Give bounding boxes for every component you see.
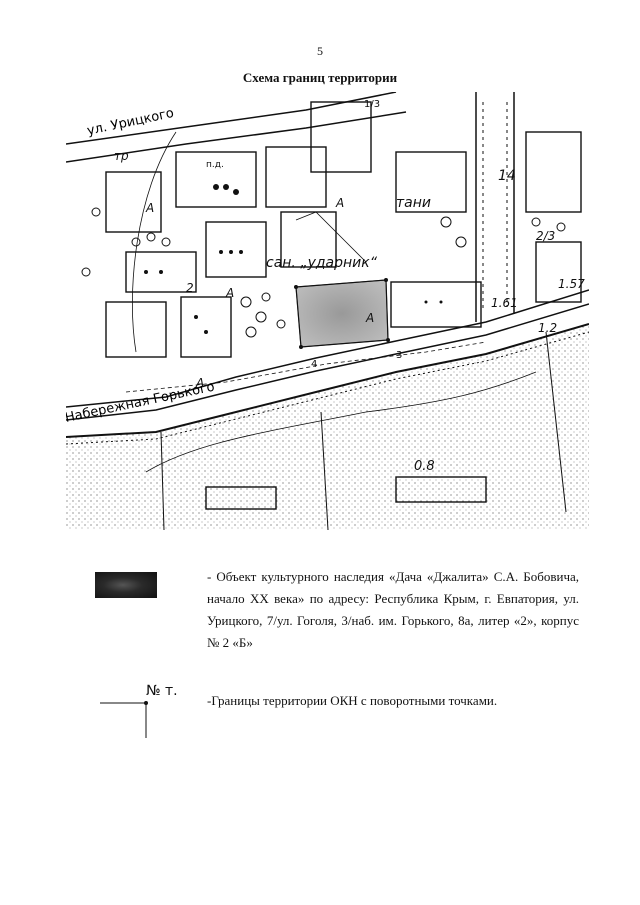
map-label: п.д.: [206, 160, 224, 170]
page-title: Схема границ территории: [242, 70, 398, 85]
page-number: 5: [317, 44, 323, 58]
map-label: 1.61: [491, 296, 518, 310]
map-label: тр: [114, 149, 129, 163]
map-label: 1.2: [538, 321, 557, 335]
map-label: А: [225, 286, 234, 300]
okn-legend-text: - Объект культурного наследия «Дача «Джа…: [207, 569, 579, 650]
okn-legend-swatch: [95, 572, 157, 598]
boundary-legend-marker: [100, 701, 148, 738]
map-label: 2: [186, 281, 194, 295]
map-label: 2/3: [536, 229, 555, 243]
map-label: 1/3: [364, 99, 380, 110]
map-label: А: [335, 196, 344, 210]
map-label: 3: [396, 350, 402, 361]
map-label: 1.57: [558, 277, 585, 291]
map-label: 4: [311, 359, 317, 370]
map-label: 14: [498, 168, 516, 184]
map-label: А: [145, 201, 154, 215]
map-label: 0.8: [414, 459, 435, 474]
territory-map: ул. Урицкого Набережная Горького тр А А …: [66, 92, 589, 530]
map-label: А: [195, 376, 204, 390]
map-label: тани: [396, 195, 431, 211]
boundary-marker-label: № т.: [146, 683, 178, 699]
map-label: сан. „ударник“: [266, 255, 378, 271]
map-label: А: [365, 311, 374, 325]
boundary-legend-text: -Границы территории ОКН с поворотными то…: [207, 693, 498, 708]
